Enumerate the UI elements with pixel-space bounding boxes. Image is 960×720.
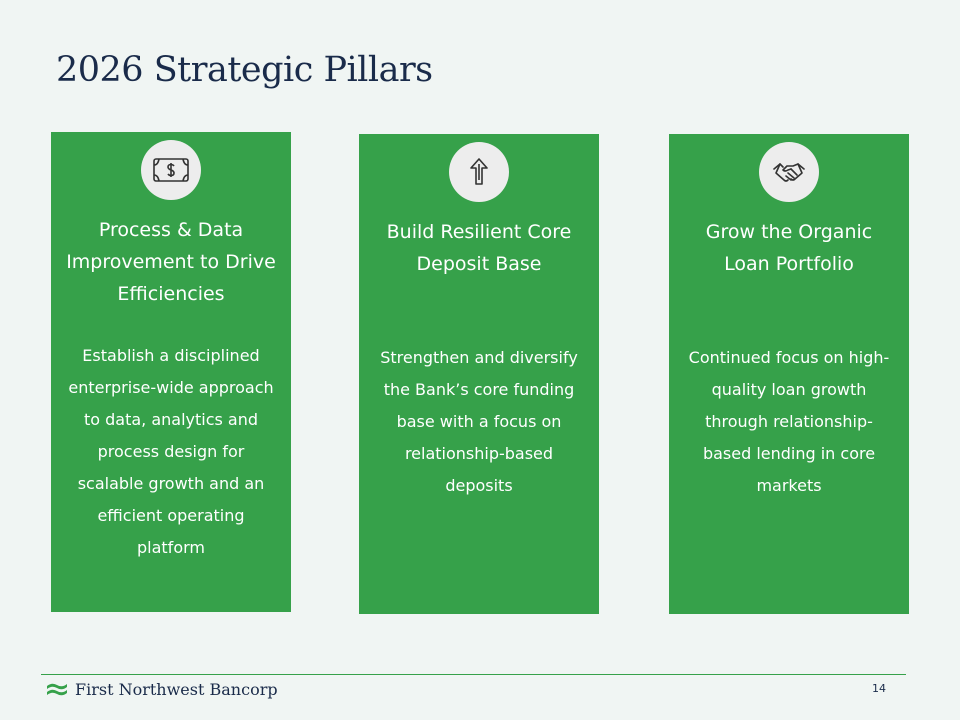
pillar-process-data: Process & Data Improvement to Drive Effi… <box>51 132 291 612</box>
page-number: 14 <box>872 682 886 695</box>
pillar-loan-portfolio: Grow the Organic Loan Portfolio Continue… <box>669 134 909 614</box>
pillar-body: Continued focus on high-quality loan gro… <box>688 348 890 495</box>
dollar-bill-icon <box>141 140 201 200</box>
slide-title: 2026 Strategic Pillars <box>56 50 433 90</box>
up-arrow-icon <box>449 142 509 202</box>
pillar-heading: Build Resilient Core Deposit Base <box>386 221 572 275</box>
footer-divider <box>41 674 906 675</box>
company-name: First Northwest Bancorp <box>75 680 278 699</box>
pillar-body: Strengthen and diversify the Bank’s core… <box>380 348 578 495</box>
pillar-heading: Grow the Organic Loan Portfolio <box>705 221 873 275</box>
wave-logo-icon <box>47 683 67 695</box>
company-logo: First Northwest Bancorp <box>47 680 278 699</box>
handshake-icon <box>759 142 819 202</box>
pillar-core-deposits: Build Resilient Core Deposit Base Streng… <box>359 134 599 614</box>
pillar-heading: Process & Data Improvement to Drive Effi… <box>66 219 276 305</box>
pillar-body: Establish a disciplined enterprise-wide … <box>68 346 274 557</box>
